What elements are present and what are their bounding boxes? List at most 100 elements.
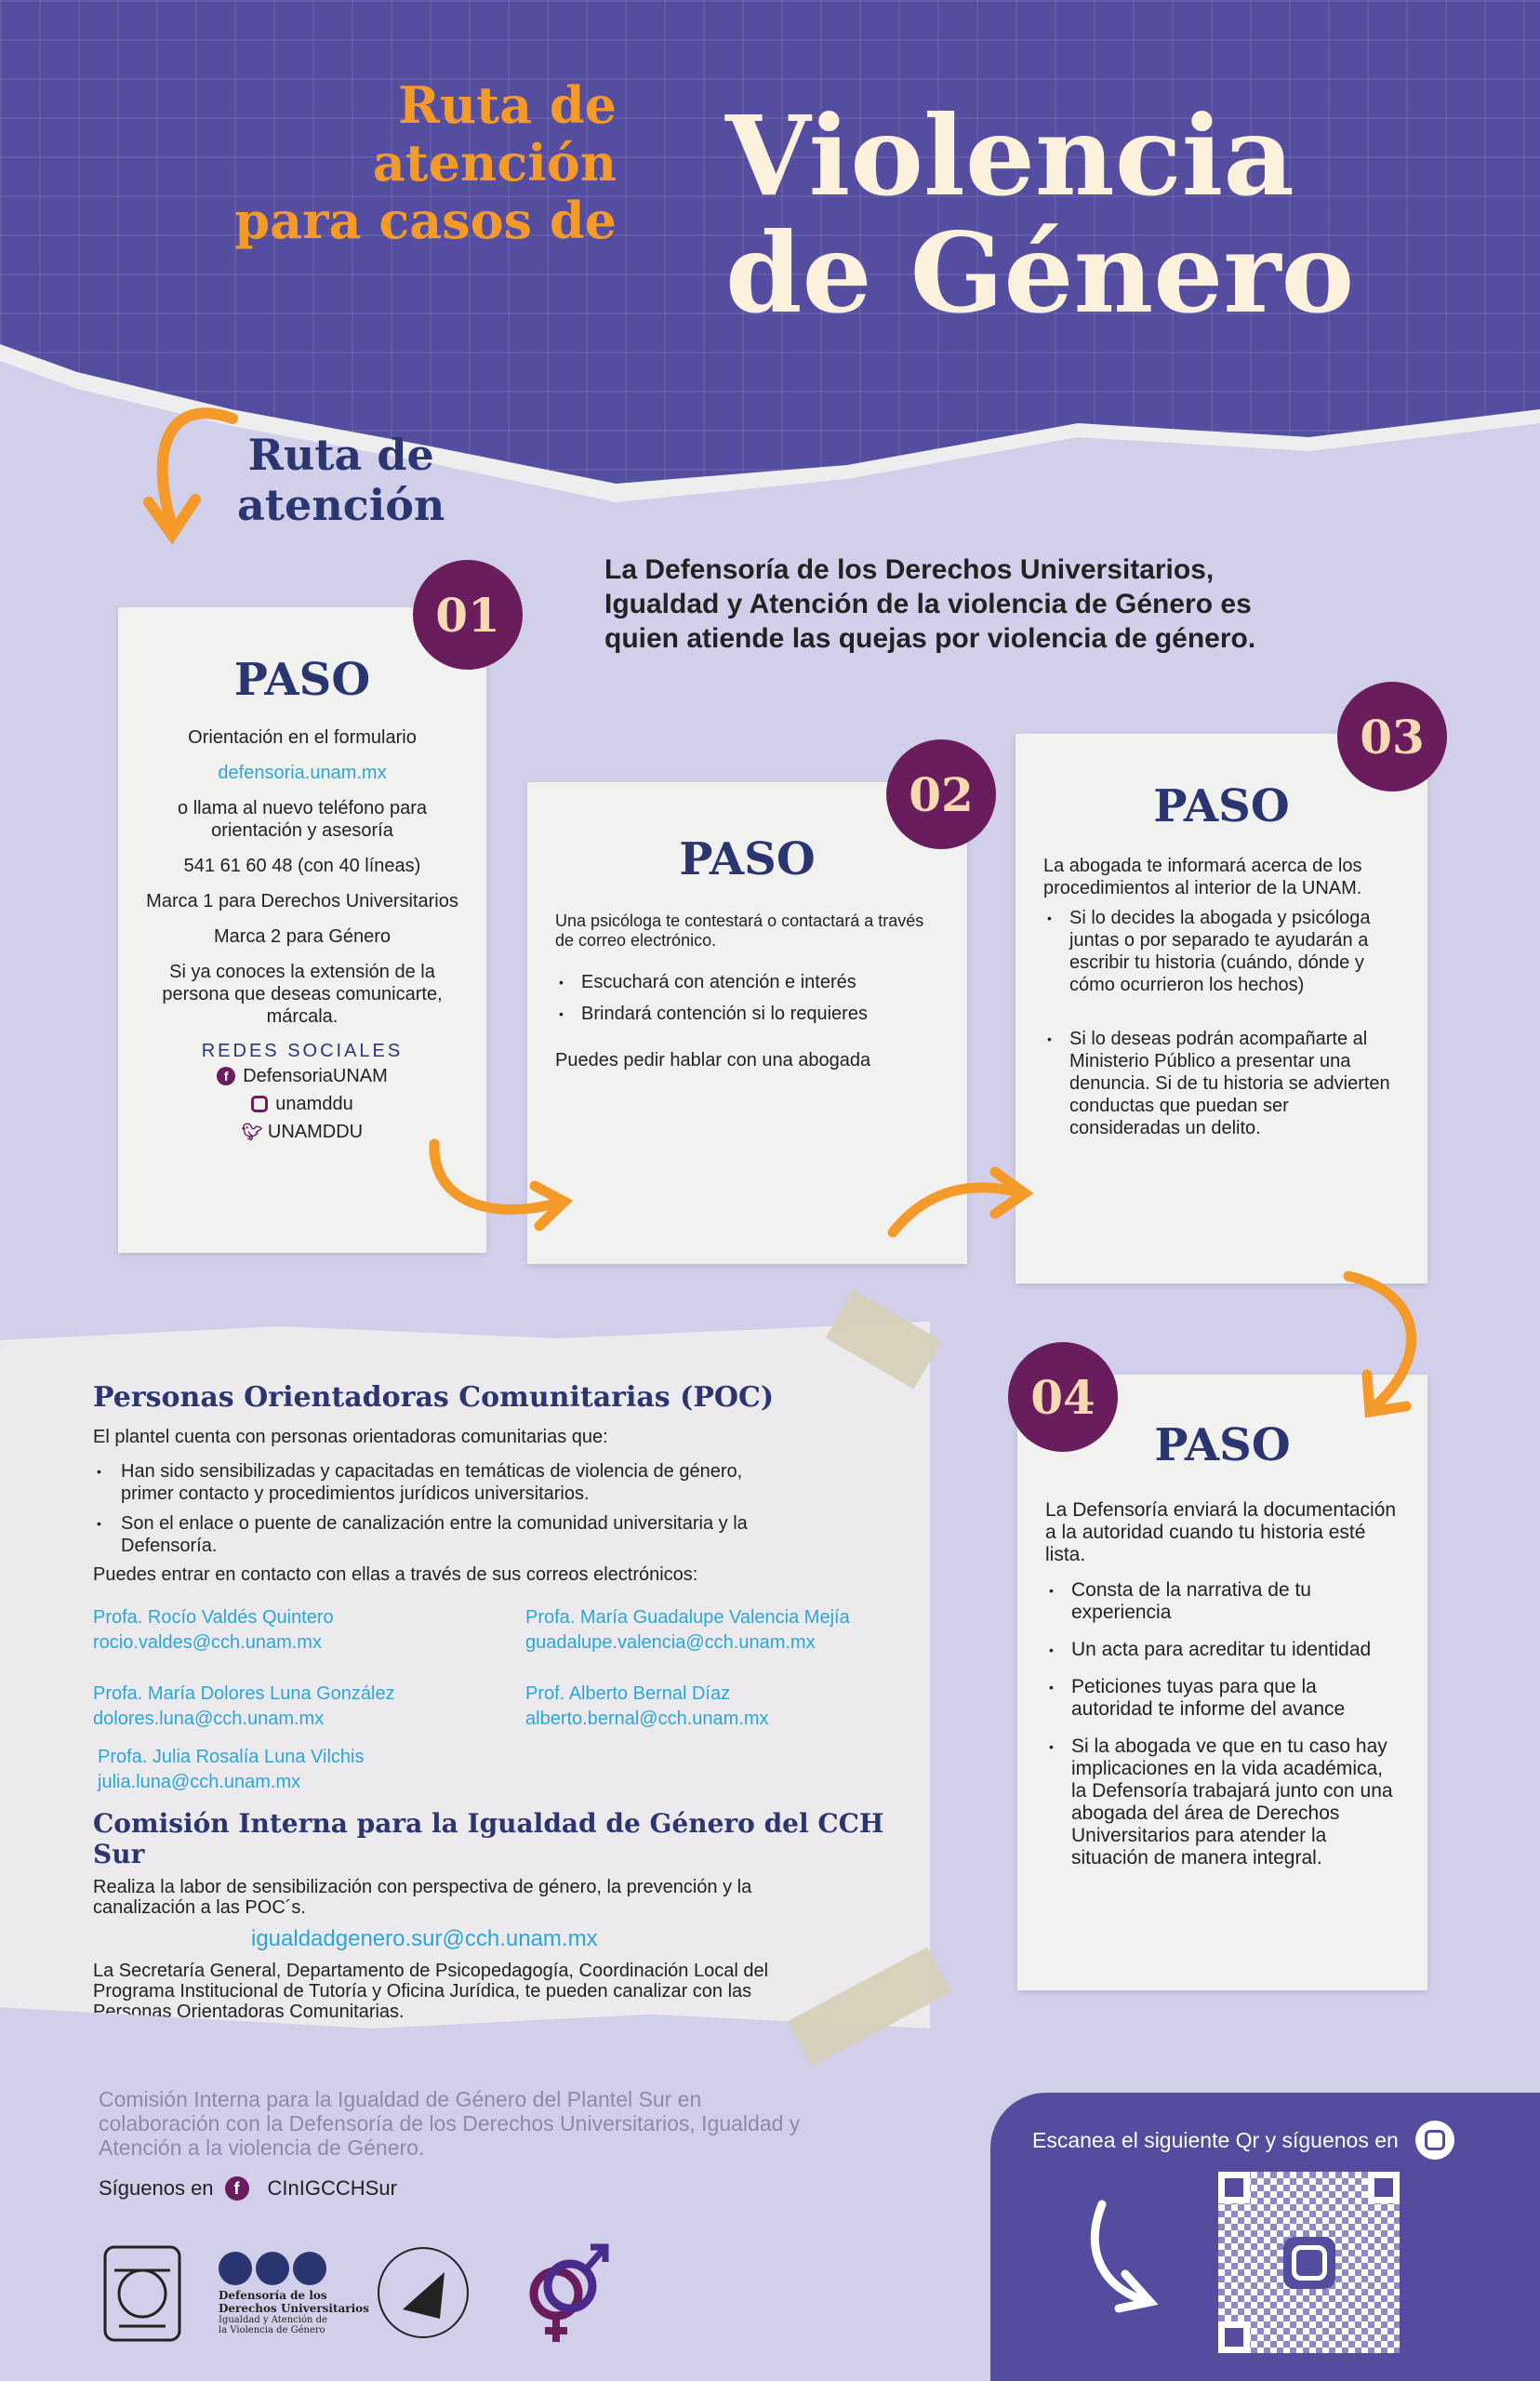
title-line: de Género: [725, 208, 1355, 338]
follow-label: Síguenos en: [99, 2176, 214, 2200]
step-badge: 02: [886, 739, 996, 849]
twitter-icon: 🐦︎: [241, 1123, 263, 1141]
poc-intro: El plantel cuenta con personas orientado…: [93, 1427, 608, 1447]
step-label: PASO: [1154, 1419, 1291, 1471]
header-banner: [0, 0, 1540, 484]
list-item: Brindará contención si lo requieres: [555, 1003, 939, 1025]
contact-email[interactable]: guadalupe.valencia@cch.unam.mx: [525, 1632, 816, 1653]
contact-name: Profa. Rocío Valdés Quintero: [93, 1607, 334, 1628]
unam-logo: [98, 2240, 186, 2347]
arrow-step2-to-3-icon: [887, 1166, 1034, 1238]
step-badge: 04: [1008, 1342, 1118, 1452]
cinig-logo: [502, 2240, 618, 2347]
cch-logo: [372, 2240, 474, 2347]
subtitle-line: Ruta de atención: [372, 75, 617, 193]
step-text: Una psicóloga te contestará o contactará…: [555, 911, 924, 950]
logo-text: Igualdad y Atención de: [219, 2314, 327, 2325]
facebook-handle: DefensoriaUNAM: [243, 1066, 388, 1086]
logo-text: Derechos Universitarios: [219, 2301, 369, 2315]
contact-email[interactable]: alberto.bernal@cch.unam.mx: [525, 1709, 769, 1729]
instagram-link[interactable]: unamddu: [146, 1090, 458, 1118]
comision-text: La Secretaría General, Departamento de P…: [93, 1961, 769, 2022]
step-text: Marca 2 para Género: [213, 926, 392, 947]
logo-text: Defensoría de los: [219, 2288, 327, 2302]
contact-name: Profa. Julia Rosalía Luna Vilchis: [98, 1747, 365, 1767]
contact-email[interactable]: rocio.valdes@cch.unam.mx: [93, 1632, 322, 1653]
arrow-step3-to-4-icon: [1343, 1270, 1417, 1418]
contact-name: Profa. María Guadalupe Valencia Mejía: [525, 1607, 850, 1628]
instagram-handle: unamddu: [275, 1094, 353, 1114]
heading-line: Ruta de: [247, 430, 434, 480]
contact-item: Prof. Alberto Bernal Díaz alberto.bernal@…: [525, 1682, 897, 1732]
contact-item: Profa. María Dolores Luna González dolore…: [93, 1682, 525, 1732]
step-text: o llama al nuevo teléfono para orientaci…: [178, 798, 427, 841]
title-line: Violencia: [725, 91, 1294, 220]
step-label: PASO: [1153, 780, 1290, 832]
step-card-1: PASO Orientación en el formulario defens…: [118, 607, 486, 1253]
list-item: Consta de la narrativa de tu experiencia: [1045, 1579, 1400, 1624]
step-badge: 01: [413, 560, 523, 670]
follow-row[interactable]: Síguenos en f CInIGCCHSur: [99, 2176, 397, 2201]
instagram-icon[interactable]: [1414, 2121, 1454, 2160]
step-text: Marca 1 para Derechos Universitarios: [146, 891, 458, 911]
facebook-link[interactable]: f DefensoriaUNAM: [146, 1062, 458, 1090]
phone-number: 541 61 60 48 (con 40 líneas): [183, 856, 421, 876]
list-item: Si lo deseas podrán acompañarte al Minis…: [1043, 1028, 1400, 1139]
facebook-icon: f: [217, 1067, 236, 1085]
instagram-icon: [251, 1096, 269, 1112]
qr-panel: Escanea el siguiente Qr y síguenos en: [990, 2093, 1540, 2381]
twitter-handle: UNAMDDU: [267, 1122, 364, 1142]
list-item: Si lo decides la abogada y psicóloga jun…: [1043, 907, 1400, 996]
contact-list: Profa. Rocío Valdés Quintero rocio.valdes…: [93, 1605, 930, 1795]
qr-code[interactable]: [1218, 2172, 1400, 2353]
curved-arrow-icon: [1090, 2200, 1159, 2313]
logo-text: la Violencia de Género: [219, 2324, 325, 2335]
list-item: Han sido sensibilizadas y capacitadas en…: [93, 1460, 786, 1505]
twitter-link[interactable]: 🐦︎UNAMDDU: [146, 1118, 458, 1146]
social-title: REDES SOCIALES: [201, 1041, 404, 1061]
list-item: Son el enlace o puente de canalización e…: [93, 1512, 786, 1557]
contact-item: Profa. Julia Rosalía Luna Vilchis julia.l…: [93, 1745, 525, 1795]
step-text: La Defensoría enviará la documentación a…: [1045, 1499, 1397, 1565]
contact-item: Profa. María Guadalupe Valencia Mejía gua…: [525, 1605, 897, 1656]
footer-credit: Comisión Interna para la Igualdad de Gén…: [99, 2087, 801, 2160]
qr-text: Escanea el siguiente Qr y síguenos en: [1032, 2127, 1399, 2152]
contact-name: Prof. Alberto Bernal Díaz: [525, 1683, 731, 1704]
step-card-3: PASO La abogada te informará acerca de l…: [1016, 734, 1427, 1284]
step-text: Orientación en el formulario: [188, 727, 417, 748]
subtitle-line: para casos de: [234, 191, 617, 250]
poc-section: Personas Orientadoras Comunitarias (POC)…: [0, 1322, 930, 2029]
list-item: Un acta para acreditar tu identidad: [1045, 1639, 1400, 1661]
instagram-icon: [1283, 2237, 1335, 2289]
step-card-2: PASO Una psicóloga te contestará o conta…: [527, 782, 967, 1264]
intro-text: La Defensoría de los Derechos Universita…: [604, 554, 1256, 654]
curved-arrow-icon: [143, 407, 238, 545]
contact-email[interactable]: dolores.luna@cch.unam.mx: [93, 1709, 325, 1729]
facebook-icon: f: [224, 2176, 249, 2201]
step-text: La abogada te informará acerca de los pr…: [1043, 856, 1362, 898]
step-label: PASO: [679, 833, 816, 885]
arrow-step1-to-2-icon: [429, 1138, 574, 1231]
heading-line: atención: [237, 480, 445, 530]
comision-text: Realiza la labor de sensibilización con …: [93, 1877, 752, 1918]
poc-contact-intro: Puedes entrar en contacto con ellas a tr…: [93, 1564, 698, 1585]
contact-item: Profa. Rocío Valdés Quintero rocio.valdes…: [93, 1605, 525, 1656]
poc-title: Personas Orientadoras Comunitarias (POC): [93, 1381, 775, 1414]
list-item: Peticiones tuyas para que la autoridad t…: [1045, 1676, 1400, 1721]
facebook-handle: CInIGCCHSur: [267, 2176, 397, 2200]
comision-email[interactable]: igualdadgenero.sur@cch.unam.mx: [251, 1926, 598, 1951]
list-item: Si la abogada ve que en tu caso hay impl…: [1045, 1736, 1400, 1869]
step-label: PASO: [233, 654, 371, 706]
step-text: Puedes pedir hablar con una abogada: [555, 1050, 871, 1071]
step-badge: 03: [1337, 682, 1447, 791]
comision-title: Comisión Interna para la Igualdad de Gén…: [93, 1808, 884, 1869]
contact-email[interactable]: julia.luna@cch.unam.mx: [98, 1772, 301, 1792]
website-link[interactable]: defensoria.unam.mx: [218, 763, 387, 783]
list-item: Escuchará con atención e interés: [555, 971, 939, 993]
step-text: Si ya conoces la extensión de la persona…: [162, 962, 443, 1027]
contact-name: Profa. María Dolores Luna González: [93, 1683, 395, 1704]
